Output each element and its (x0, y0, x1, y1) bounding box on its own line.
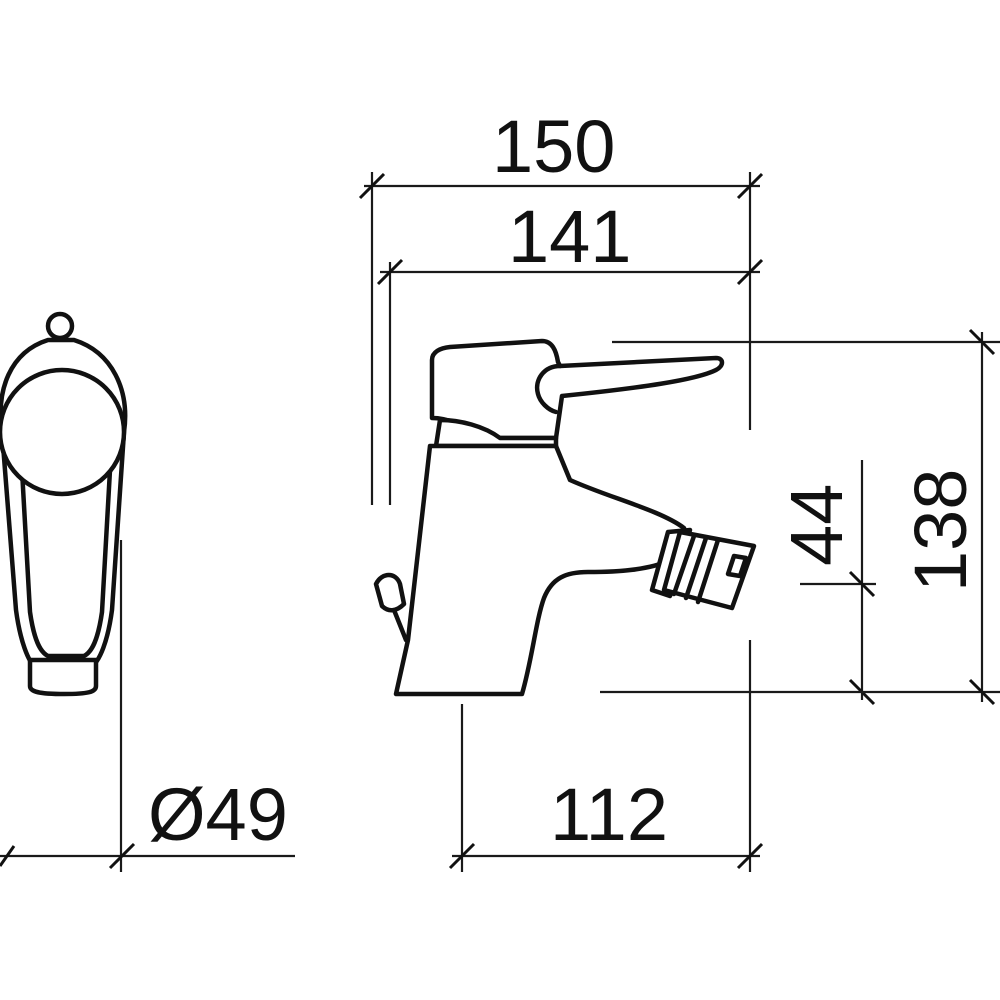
side-view-nozzle (649, 527, 757, 611)
front-view-body-inner (19, 467, 113, 659)
front-view-base (27, 657, 99, 697)
length-141-label: 141 (508, 195, 631, 278)
side-view: 150 141 (358, 105, 1000, 872)
front-view-lever-disc (0, 367, 127, 497)
front-view: Ø49 (0, 311, 295, 872)
reach-112-tick-right (736, 842, 764, 870)
height-138-tick-top (968, 328, 996, 356)
height-44-tick-top (848, 570, 876, 598)
length-141-tick-left (376, 258, 404, 286)
length-141-tick-right (736, 258, 764, 286)
length-150-label: 150 (492, 105, 615, 188)
length-150-tick-left (358, 172, 386, 200)
diameter-tick (108, 842, 136, 870)
diameter-label: Ø49 (148, 773, 288, 856)
length-150-tick-right (736, 172, 764, 200)
side-view-popup-rod (373, 572, 409, 643)
side-view-cap (433, 417, 559, 449)
diameter-tick-left (0, 845, 16, 867)
height-44-label: 44 (775, 484, 858, 566)
side-view-lever-pivot (534, 363, 563, 415)
reach-112-tick-left (448, 842, 476, 870)
side-view-body (393, 443, 687, 697)
height-138-label: 138 (899, 469, 982, 592)
height-138-tick-bottom (968, 678, 996, 706)
front-view-knob (45, 311, 75, 341)
reach-112-label: 112 (550, 773, 668, 856)
